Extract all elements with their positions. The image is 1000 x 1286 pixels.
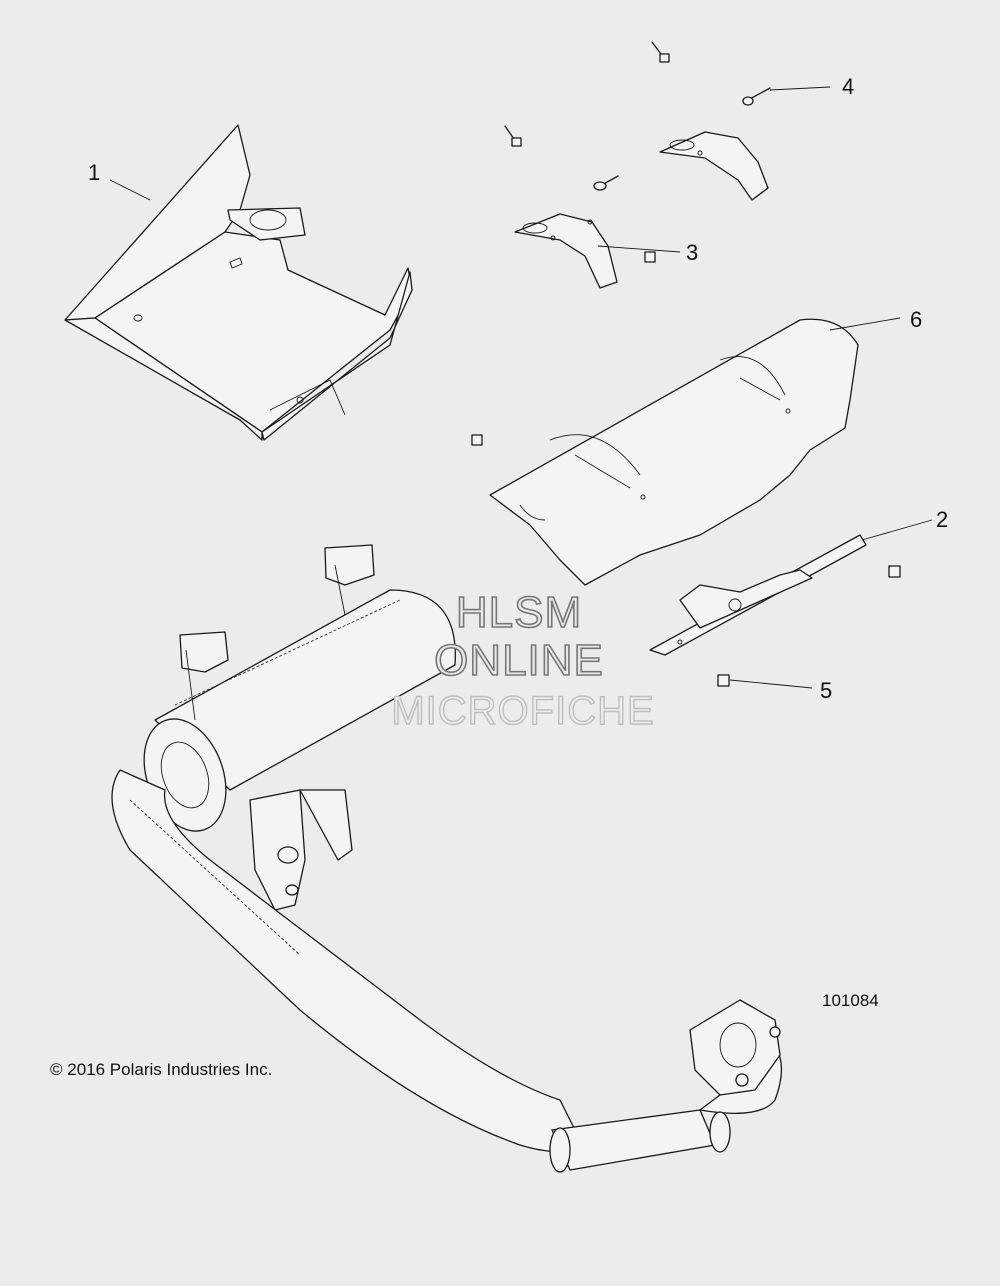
leader-lines [109, 86, 933, 689]
callout-1: 1 [88, 160, 100, 185]
callout-6: 6 [910, 307, 922, 332]
part-3-heat-shield-small [514, 131, 769, 289]
watermark-line-1: HLSM [456, 588, 582, 637]
watermark: HLSM ONLINE MICROFICHE [391, 587, 655, 734]
callout-3: 3 [686, 240, 698, 265]
watermark-line-3: MICROFICHE [391, 689, 654, 733]
part-1-heat-shield [64, 124, 413, 441]
exhaust-manifold-flange [689, 999, 781, 1096]
exhaust-pipe [111, 769, 783, 1173]
part-6-muffler-shield [489, 318, 859, 586]
callout-2: 2 [936, 507, 948, 532]
figure-id: 101084 [822, 991, 879, 1010]
part-2-bracket [649, 534, 867, 656]
bolt-fasteners [471, 41, 901, 687]
callout-5: 5 [820, 678, 832, 703]
callout-4: 4 [842, 74, 854, 99]
muffler-assembly [143, 544, 456, 911]
watermark-line-2: ONLINE [434, 636, 604, 685]
copyright-notice: © 2016 Polaris Industries Inc. [50, 1060, 272, 1079]
